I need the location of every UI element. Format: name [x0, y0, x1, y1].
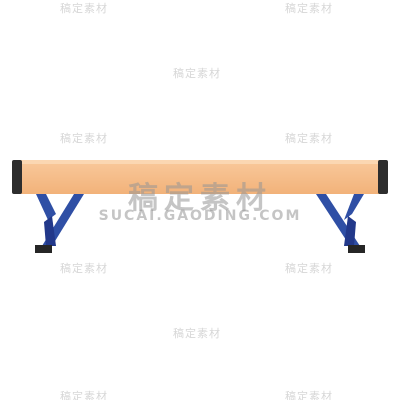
beam-body — [12, 160, 388, 194]
watermark-tile: 稿定素材 — [60, 2, 108, 15]
beam-left-cap — [12, 160, 22, 194]
watermark-tile: 稿定素材 — [285, 262, 333, 275]
watermark-tile: 稿定素材 — [60, 132, 108, 145]
watermark-tile: 稿定素材 — [173, 327, 221, 340]
watermark-tile: 稿定素材 — [285, 132, 333, 145]
watermark-tile: 稿定素材 — [60, 390, 108, 400]
watermark-main-url: SUCAI.GAODING.COM — [98, 208, 302, 224]
watermark-tile: 稿定素材 — [285, 390, 333, 400]
watermark-tile: 稿定素材 — [173, 67, 221, 80]
beam-right-cap — [378, 160, 388, 194]
watermark-tile: 稿定素材 — [60, 262, 108, 275]
right-foot — [348, 245, 365, 253]
watermark-tile: 稿定素材 — [285, 2, 333, 15]
right-leg — [316, 194, 365, 253]
left-foot — [35, 245, 52, 253]
left-leg — [35, 194, 84, 253]
watermark-main-chinese: 稿定素材 — [128, 181, 272, 216]
